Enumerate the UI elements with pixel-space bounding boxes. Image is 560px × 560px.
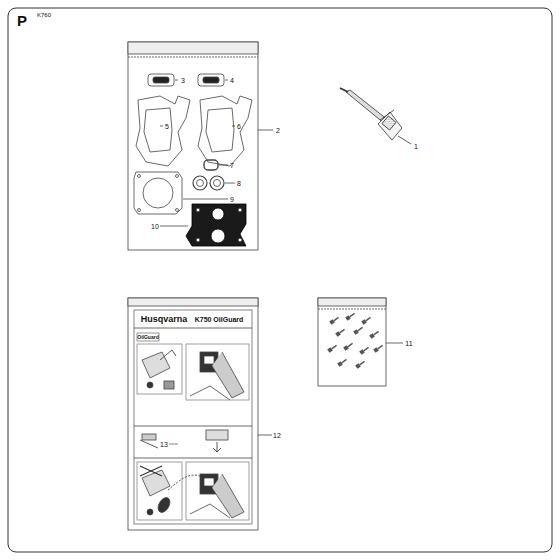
model-name: K760 (37, 12, 51, 18)
callout-number: 1 (414, 143, 418, 150)
combination-wrench (340, 88, 411, 144)
callout-number: 2 (276, 127, 280, 134)
callout-number: 12 (273, 432, 281, 439)
callout-number: 11 (405, 340, 412, 347)
callout-number: 7 (230, 162, 234, 169)
page-frame (8, 8, 552, 552)
brand-logo: Husqvarna (141, 315, 188, 324)
screw-bag (318, 298, 403, 386)
callout-number: 3 (181, 77, 185, 84)
callout-number: 4 (230, 77, 234, 84)
page-letter: P (17, 13, 27, 28)
callout-number: 6 (237, 123, 241, 130)
callout-number: 8 (237, 180, 241, 187)
callout-number: 10 (151, 223, 159, 230)
badge-text: OilGuard (137, 335, 158, 340)
callout-number: 5 (165, 123, 169, 130)
product-name: K750 OilGuard (195, 316, 244, 323)
callout-number: 9 (230, 196, 234, 203)
decal-bag (128, 298, 272, 530)
callout-number: 13 (160, 441, 168, 448)
gasket-kit-bag (128, 42, 273, 250)
screw-set (327, 312, 383, 369)
